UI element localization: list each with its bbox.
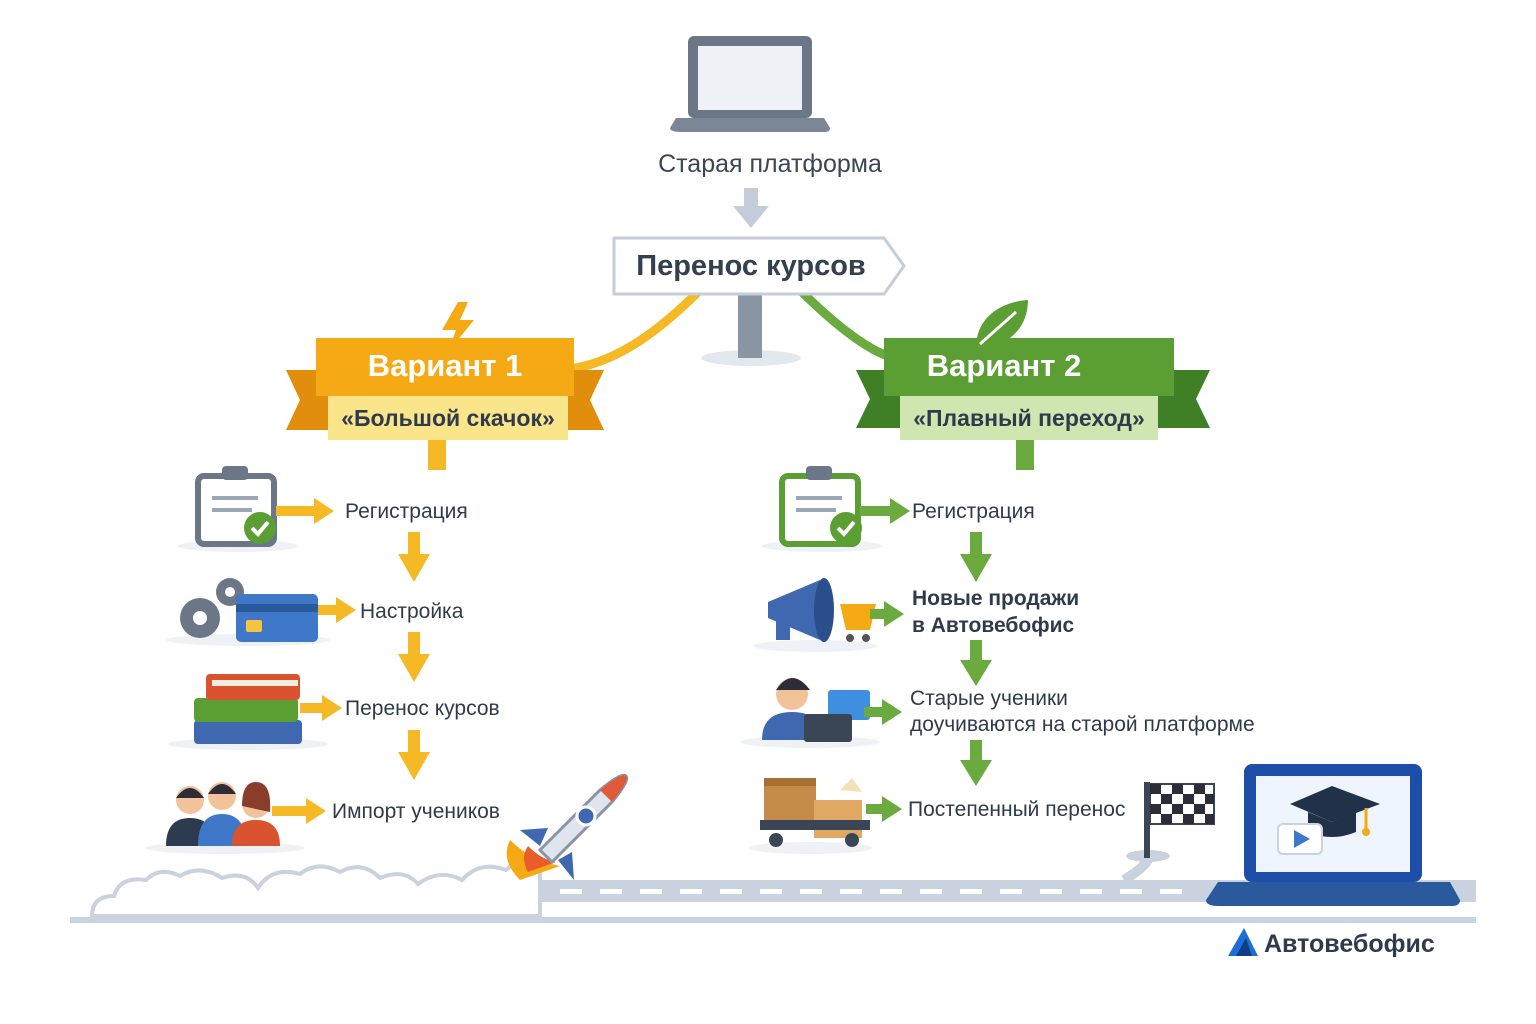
down-arrow-icon <box>733 188 769 228</box>
variant1-title: Вариант 1 <box>367 348 523 383</box>
variant2-title: Вариант 2 <box>926 348 1082 383</box>
variant1-banner <box>286 302 604 470</box>
left-h-arrows <box>272 498 356 824</box>
left-step-1-label: Регистрация <box>345 500 468 523</box>
right-step-2-line2: в Автовебофис <box>912 614 1075 637</box>
variant1-subtitle: «Большой скачок» <box>341 405 555 431</box>
right-step-1-label: Регистрация <box>912 500 1035 523</box>
right-step-3-line1: Старые ученики <box>910 687 1068 710</box>
old-platform-label: Старая платформа <box>658 150 882 178</box>
clouds <box>89 859 542 918</box>
signpost-label: Перенос курсов <box>636 250 866 282</box>
laptop-graduation-icon <box>1206 764 1460 906</box>
left-step-2-label: Настройка <box>360 600 464 623</box>
branch-right-path <box>795 285 893 361</box>
left-step3-icon <box>168 674 328 750</box>
branch-left-path <box>570 285 705 373</box>
rocket-icon <box>506 773 629 880</box>
lightning-icon <box>442 302 474 352</box>
right-step-4-label: Постепенный перенос <box>908 798 1126 821</box>
left-step-4-label: Импорт учеников <box>332 800 500 823</box>
left-v-arrows <box>398 532 430 780</box>
left-step1-icon <box>178 466 298 552</box>
signpost <box>612 236 906 366</box>
old-laptop-icon <box>670 36 830 132</box>
right-v-arrows <box>960 532 992 786</box>
right-step-3-line2: доучиваются на старой платформе <box>910 713 1255 736</box>
left-step-3-label: Перенос курсов <box>345 697 500 720</box>
variant2-subtitle: «Плавный переход» <box>913 405 1145 431</box>
brand-logo-icon <box>1228 928 1258 956</box>
right-step1-icon <box>762 466 882 552</box>
right-step3-icon <box>740 678 880 748</box>
left-step4-icon <box>145 782 305 854</box>
finish-flag-icon <box>1126 782 1215 862</box>
brand-name: Автовебофис <box>1264 930 1435 958</box>
right-h-arrows <box>860 498 910 822</box>
right-step2-icon <box>753 578 877 652</box>
left-step2-icon <box>166 578 330 646</box>
variant2-banner <box>856 300 1210 470</box>
right-step4-icon <box>748 778 872 854</box>
right-step-2-line1: Новые продажи <box>912 587 1080 610</box>
